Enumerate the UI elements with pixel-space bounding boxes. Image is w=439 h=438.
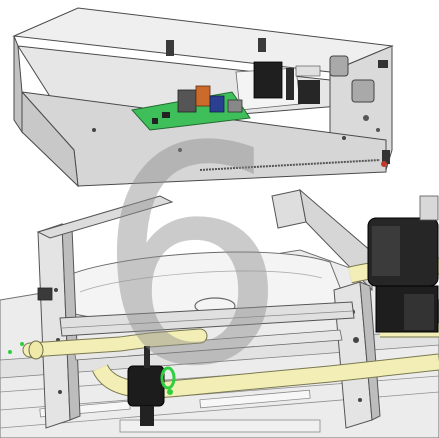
- circuit-board: [131, 85, 251, 131]
- front-crossbar: [59, 301, 355, 361]
- terminal-blocks: [253, 61, 321, 104]
- valve-with-clip: [127, 346, 176, 426]
- green-marker: [20, 342, 24, 346]
- control-box: [12, 7, 394, 188]
- green-marker: [8, 350, 12, 354]
- circulation-pump: [367, 195, 439, 333]
- cable-gland: [378, 60, 390, 167]
